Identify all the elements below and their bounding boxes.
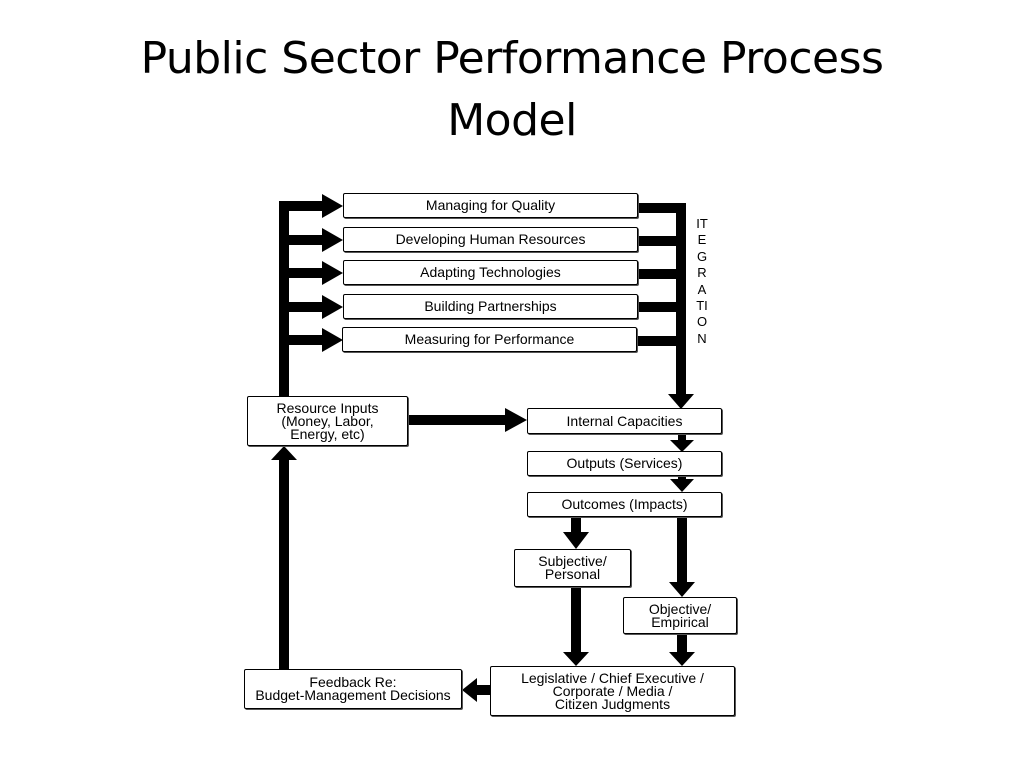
integration-vertical-label: ITEGRATION [696, 216, 708, 346]
measuring-for-performance-box: Measuring for Performance [342, 327, 637, 352]
objective-line1: Objective/ [648, 600, 712, 617]
slide-title: Public Sector Performance Process Model [0, 28, 1024, 152]
managing-for-quality-label: Managing for Quality [425, 197, 556, 213]
judgments-line3: Citizen Judgments [554, 695, 671, 712]
measuring-for-performance-label: Measuring for Performance [404, 331, 575, 347]
outputs-label: Outputs (Services) [566, 455, 683, 471]
slide-title-line1: Public Sector Performance Process [140, 33, 884, 84]
objective-line2: Empirical [651, 613, 709, 630]
feedback-line1: Feedback Re: [309, 674, 397, 690]
resource-inputs-box: Resource Inputs (Money, Labor, Energy, e… [247, 396, 408, 446]
building-partnerships-box: Building Partnerships [343, 294, 638, 319]
resource-inputs-line3: Energy, etc) [290, 425, 365, 442]
adapting-technologies-box: Adapting Technologies [343, 260, 638, 285]
internal-capacities-box: Internal Capacities [527, 408, 722, 434]
judgments-line2: Corporate / Media / [552, 682, 673, 699]
internal-capacities-label: Internal Capacities [566, 412, 683, 429]
judgments-box: Legislative / Chief Executive / Corporat… [490, 666, 735, 716]
resource-inputs-line2: (Money, Labor, [281, 412, 374, 429]
outcomes-label: Outcomes (Impacts) [561, 496, 688, 512]
resource-inputs-line1: Resource Inputs [276, 399, 379, 416]
feedback-line2: Budget-Management Decisions [255, 687, 451, 703]
outputs-box: Outputs (Services) [527, 451, 722, 476]
developing-human-resources-label: Developing Human Resources [395, 231, 586, 247]
feedback-box: Feedback Re: Budget-Management Decisions [244, 669, 462, 709]
developing-human-resources-box: Developing Human Resources [343, 227, 638, 252]
managing-for-quality-box: Managing for Quality [343, 193, 638, 218]
outcomes-box: Outcomes (Impacts) [527, 492, 722, 517]
slide-title-line2: Model [447, 95, 577, 146]
objective-empirical-box: Objective/ Empirical [623, 597, 737, 634]
adapting-technologies-label: Adapting Technologies [420, 264, 561, 280]
subjective-personal-box: Subjective/ Personal [514, 549, 631, 587]
subjective-line1: Subjective/ [538, 553, 607, 569]
subjective-line2: Personal [544, 566, 601, 582]
judgments-line1: Legislative / Chief Executive / [521, 669, 704, 686]
building-partnerships-label: Building Partnerships [424, 298, 557, 314]
